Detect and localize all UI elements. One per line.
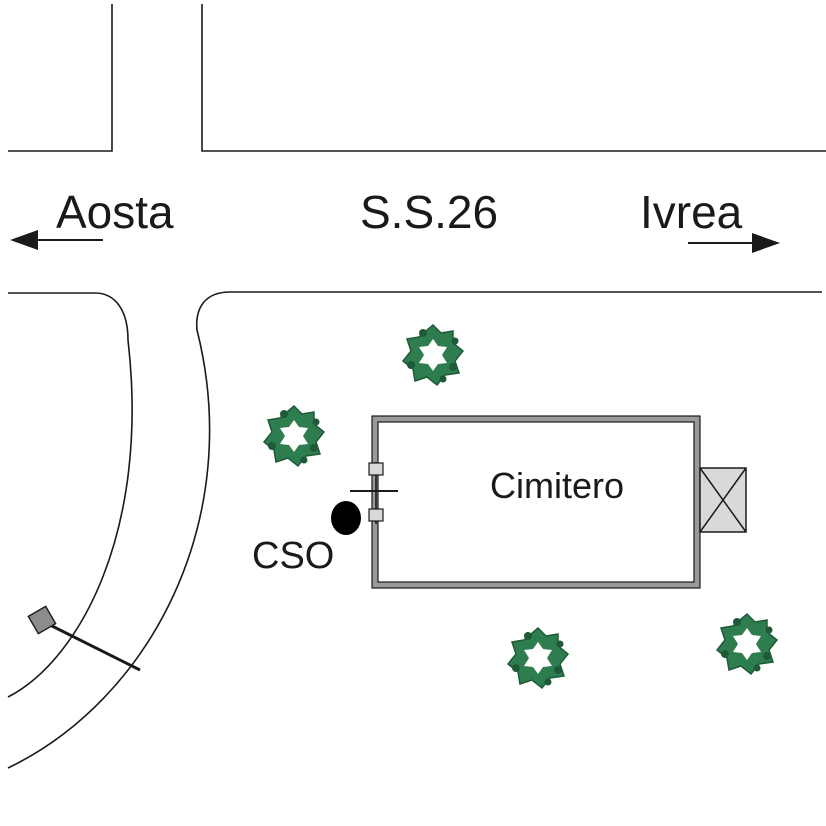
signpost-icon <box>27 605 141 672</box>
east-destination-label: Ivrea <box>640 186 743 238</box>
road-name-label: S.S.26 <box>360 186 498 238</box>
arrow-right-icon <box>688 233 780 253</box>
arrow-left-icon <box>10 230 103 250</box>
crossed-box-icon <box>699 467 747 533</box>
tree-icon <box>402 324 464 386</box>
north-road-edge-east <box>201 4 826 152</box>
west-destination-label: Aosta <box>56 186 174 238</box>
tree-icon <box>263 405 325 467</box>
cemetery-building <box>371 415 701 589</box>
filled-circle-icon <box>331 501 361 535</box>
tree-icon <box>716 613 778 675</box>
south-road-edge-east <box>7 291 822 769</box>
outfall-pipe <box>350 462 398 524</box>
north-road-edge-west <box>8 4 113 152</box>
building-label: Cimitero <box>490 465 624 506</box>
south-road-edge-west <box>7 292 133 698</box>
outfall-label: CSO <box>252 535 334 577</box>
tree-icon <box>507 627 569 689</box>
